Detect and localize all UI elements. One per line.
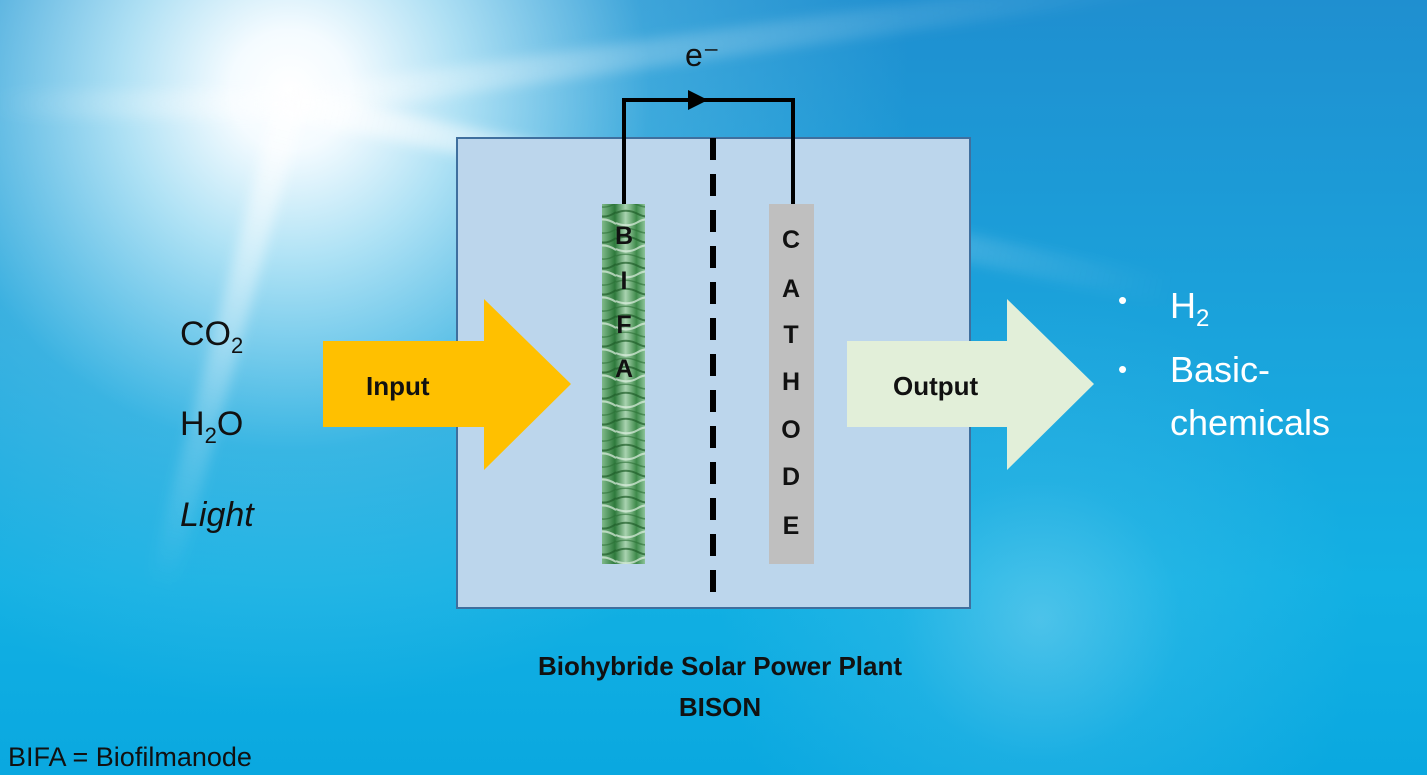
input-species-co2: CO2 — [180, 315, 244, 358]
input-species-h2o: H2O — [180, 405, 244, 448]
abbreviation-footnote: BIFA = Biofilmanode — [8, 742, 252, 772]
input-arrow — [323, 299, 571, 470]
output-products-list: H2 Basic-chemicals — [1118, 285, 1360, 449]
cathode-letter: D — [781, 463, 801, 491]
anode-letter: F — [616, 311, 632, 339]
anode-fiber-texture — [602, 204, 645, 564]
caption-title: Biohybride Solar Power Plant — [537, 651, 903, 681]
external-circuit-wire — [622, 98, 795, 205]
input-species-light: Light — [180, 496, 254, 534]
electron-label: e⁻ — [685, 37, 720, 73]
cathode-letter: C — [781, 226, 801, 254]
product-item-h2: H2 — [1118, 285, 1360, 333]
input-arrow-label: Input — [366, 371, 430, 401]
anode-letter: I — [620, 267, 628, 295]
caption-acronym: BISON — [678, 692, 762, 722]
diagram-caption: Biohybride Solar Power Plant BISON — [420, 646, 1020, 728]
anode-letter: B — [614, 222, 634, 250]
output-arrow-label: Output — [893, 371, 979, 401]
electron-flow-arrow-icon — [688, 90, 708, 110]
cathode-electrode — [769, 204, 814, 564]
cathode-letter: O — [781, 416, 801, 444]
cathode-letter: E — [782, 512, 800, 540]
cathode-letter: H — [781, 368, 801, 396]
cathode-letter: T — [783, 321, 799, 349]
product-item-basic-chemicals: Basic-chemicals — [1118, 343, 1360, 449]
cathode-letter: A — [781, 275, 801, 303]
anode-letter: A — [614, 355, 634, 383]
output-arrow — [847, 299, 1094, 470]
